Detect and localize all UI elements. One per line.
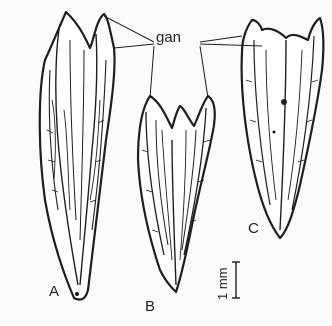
gan-label: gan [156,30,181,45]
specimen-c-label: C [248,221,259,236]
specimen-a-label: A [49,284,59,299]
specimen-c-drawing [242,18,324,238]
scale-bar-label: 1 mm [216,268,229,301]
scale-bar-line [232,262,240,298]
gan-leader-lines [104,16,262,98]
specimen-b-drawing [138,96,215,292]
specimen-b-label: B [145,299,155,314]
specimen-a-drawing [40,12,115,300]
